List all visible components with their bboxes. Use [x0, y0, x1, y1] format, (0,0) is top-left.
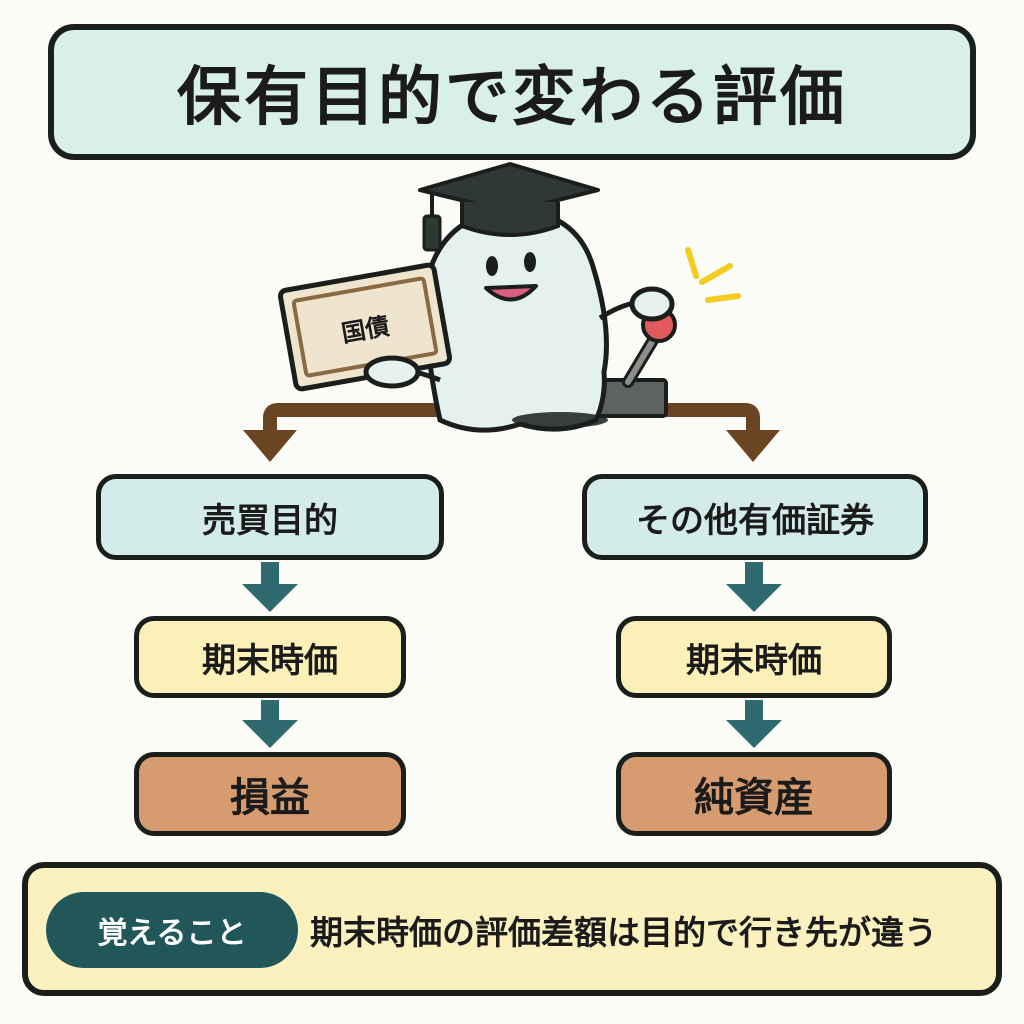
destination-right: 純資産 [616, 752, 892, 836]
sparkle-icon [685, 247, 741, 303]
arrow-valuation-to-destination-right [726, 700, 782, 748]
destination-left: 損益 [134, 752, 406, 836]
arrow-down-left-brown [243, 430, 297, 462]
bond-certificate-icon: 国債 [277, 262, 453, 392]
category-other-securities: その他有価証券 [582, 474, 928, 560]
memo-label: 覚えること [46, 892, 298, 968]
valuation-right: 期末時価 [616, 616, 892, 698]
arrow-category-to-valuation-left [242, 562, 298, 612]
memo-text: 期末時価の評価差額は目的で行き先が違う [310, 913, 937, 952]
memo-box: 覚えること 期末時価の評価差額は目的で行き先が違う [22, 862, 1002, 996]
category-trading: 売買目的 [96, 474, 444, 560]
page-title: 保有目的で変わる評価 [48, 24, 976, 160]
arrow-valuation-to-destination-left [242, 700, 298, 748]
valuation-left: 期末時価 [134, 616, 406, 698]
graduation-cap-icon [418, 162, 600, 252]
arrow-category-to-valuation-right [726, 562, 782, 612]
arrow-down-right-brown [726, 430, 780, 462]
